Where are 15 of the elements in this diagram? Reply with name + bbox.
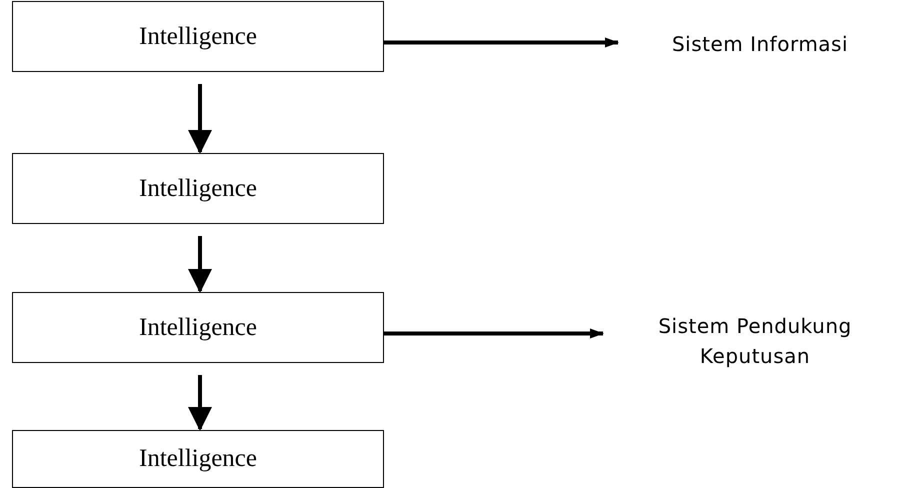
box-label: Intelligence (139, 22, 257, 50)
arrow (188, 236, 212, 293)
process-box (12, 292, 384, 363)
arrow (384, 328, 604, 338)
output-label: Sistem Informasi (672, 31, 848, 58)
arrow (384, 38, 619, 48)
box-label: Intelligence (139, 174, 257, 202)
process-box (12, 1, 384, 72)
process-box (12, 153, 384, 224)
arrow (188, 84, 212, 154)
box-label: Intelligence (139, 314, 257, 342)
process-box (12, 430, 384, 488)
output-label: Sistem Pendukung Keputusan (657, 313, 853, 370)
box-label: Intelligence (139, 445, 257, 473)
arrow (188, 375, 212, 431)
